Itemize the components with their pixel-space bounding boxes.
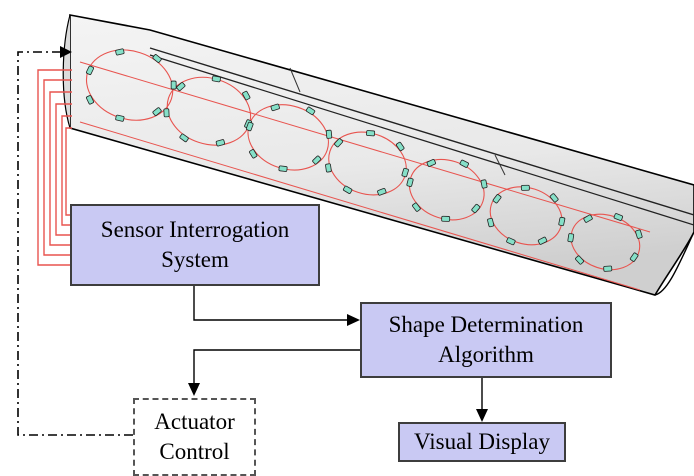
fiber-run bbox=[79, 121, 641, 291]
fbg-sensor bbox=[377, 188, 387, 196]
fbg-sensor bbox=[305, 106, 316, 116]
fiber-loop bbox=[408, 158, 485, 221]
fbg-sensor bbox=[549, 193, 559, 203]
fbg-sensor bbox=[342, 185, 353, 194]
panel-line-2 bbox=[494, 154, 506, 176]
fbg-sensor bbox=[459, 159, 469, 168]
wingtip bbox=[654, 231, 694, 296]
fbg-sensor bbox=[401, 167, 409, 178]
fbg-sensor bbox=[249, 149, 258, 159]
shape-determination-algorithm-label: Shape Determination Algorithm bbox=[388, 312, 584, 367]
fbg-sensor bbox=[86, 65, 94, 76]
fbg-sensor bbox=[558, 216, 566, 227]
fbg-sensor bbox=[487, 217, 495, 228]
fbg-sensor bbox=[492, 194, 502, 204]
fbg-sensor bbox=[395, 141, 405, 152]
fbg-sensor bbox=[86, 95, 94, 105]
leading-edge-line bbox=[149, 47, 694, 216]
fbg-sensor bbox=[152, 107, 162, 117]
fbg-sensor bbox=[325, 163, 332, 173]
fbg-sensor bbox=[152, 54, 162, 63]
visual-display-label: Visual Display bbox=[414, 429, 550, 454]
fbg-sensor bbox=[242, 90, 251, 101]
fbg-sensor bbox=[441, 215, 451, 222]
fbg-sensor bbox=[629, 252, 639, 262]
fbg-sensor bbox=[325, 129, 333, 139]
actuator-control-box: Actuator Control bbox=[133, 398, 256, 476]
fbg-sensor bbox=[635, 229, 643, 239]
feedback-arrowhead bbox=[60, 46, 72, 58]
arrow-sensor-to-shape-head bbox=[347, 314, 360, 326]
fbg-sensor bbox=[583, 214, 593, 223]
fbg-sensor bbox=[312, 155, 322, 165]
fbg-sensor bbox=[471, 203, 481, 214]
fbg-sensor bbox=[215, 139, 226, 147]
fbg-sensors bbox=[86, 48, 643, 272]
fbg-sensor bbox=[115, 114, 125, 122]
arrow-shape-to-actuator-head bbox=[188, 383, 200, 396]
fbg-sensor bbox=[613, 213, 624, 221]
fiber-loop bbox=[570, 213, 641, 271]
wing-root bbox=[62, 14, 71, 129]
fbg-sensor bbox=[170, 80, 177, 90]
fbg-sensor bbox=[115, 48, 125, 56]
fbg-sensor bbox=[537, 236, 548, 245]
arrow-shape-to-display-head bbox=[476, 409, 488, 422]
panel-line bbox=[289, 67, 301, 93]
sensor-interrogation-system-box: Sensor Interrogation System bbox=[70, 204, 320, 286]
fbg-sensor bbox=[366, 130, 376, 137]
fbg-sensor bbox=[211, 75, 221, 83]
sensor-interrogation-system-label: Sensor Interrogation System bbox=[100, 217, 290, 272]
fbg-sensor bbox=[278, 165, 288, 172]
fbg-sensor bbox=[245, 121, 254, 132]
fbg-sensor bbox=[506, 237, 516, 246]
leading-edge-line-2 bbox=[149, 54, 694, 226]
fiber-leads bbox=[37, 69, 72, 266]
feedback-loop-arrow bbox=[17, 51, 133, 436]
visual-display-box: Visual Display bbox=[398, 422, 566, 462]
fbg-sensor bbox=[179, 133, 189, 143]
fbg-sensor bbox=[176, 82, 186, 92]
fbg-sensor bbox=[163, 108, 170, 118]
fbg-sensor bbox=[412, 202, 421, 212]
fbg-sensor bbox=[520, 184, 530, 191]
arrow-shape-to-actuator bbox=[193, 349, 360, 384]
shape-determination-algorithm-box: Shape Determination Algorithm bbox=[360, 302, 612, 378]
fbg-sensor bbox=[426, 159, 436, 167]
fbg-sensor bbox=[334, 138, 344, 148]
fbg-sensor bbox=[567, 233, 575, 243]
fbg-sensor bbox=[270, 103, 280, 112]
arrow-sensor-to-shape bbox=[193, 286, 348, 321]
fbg-sensor bbox=[406, 177, 414, 187]
fbg-sensor bbox=[480, 179, 488, 189]
fbg-sensor bbox=[575, 255, 584, 265]
fiber-loop bbox=[489, 186, 563, 246]
fbg-sensor bbox=[603, 265, 613, 272]
fiber-run bbox=[79, 61, 651, 233]
actuator-control-label: Actuator Control bbox=[154, 409, 235, 464]
